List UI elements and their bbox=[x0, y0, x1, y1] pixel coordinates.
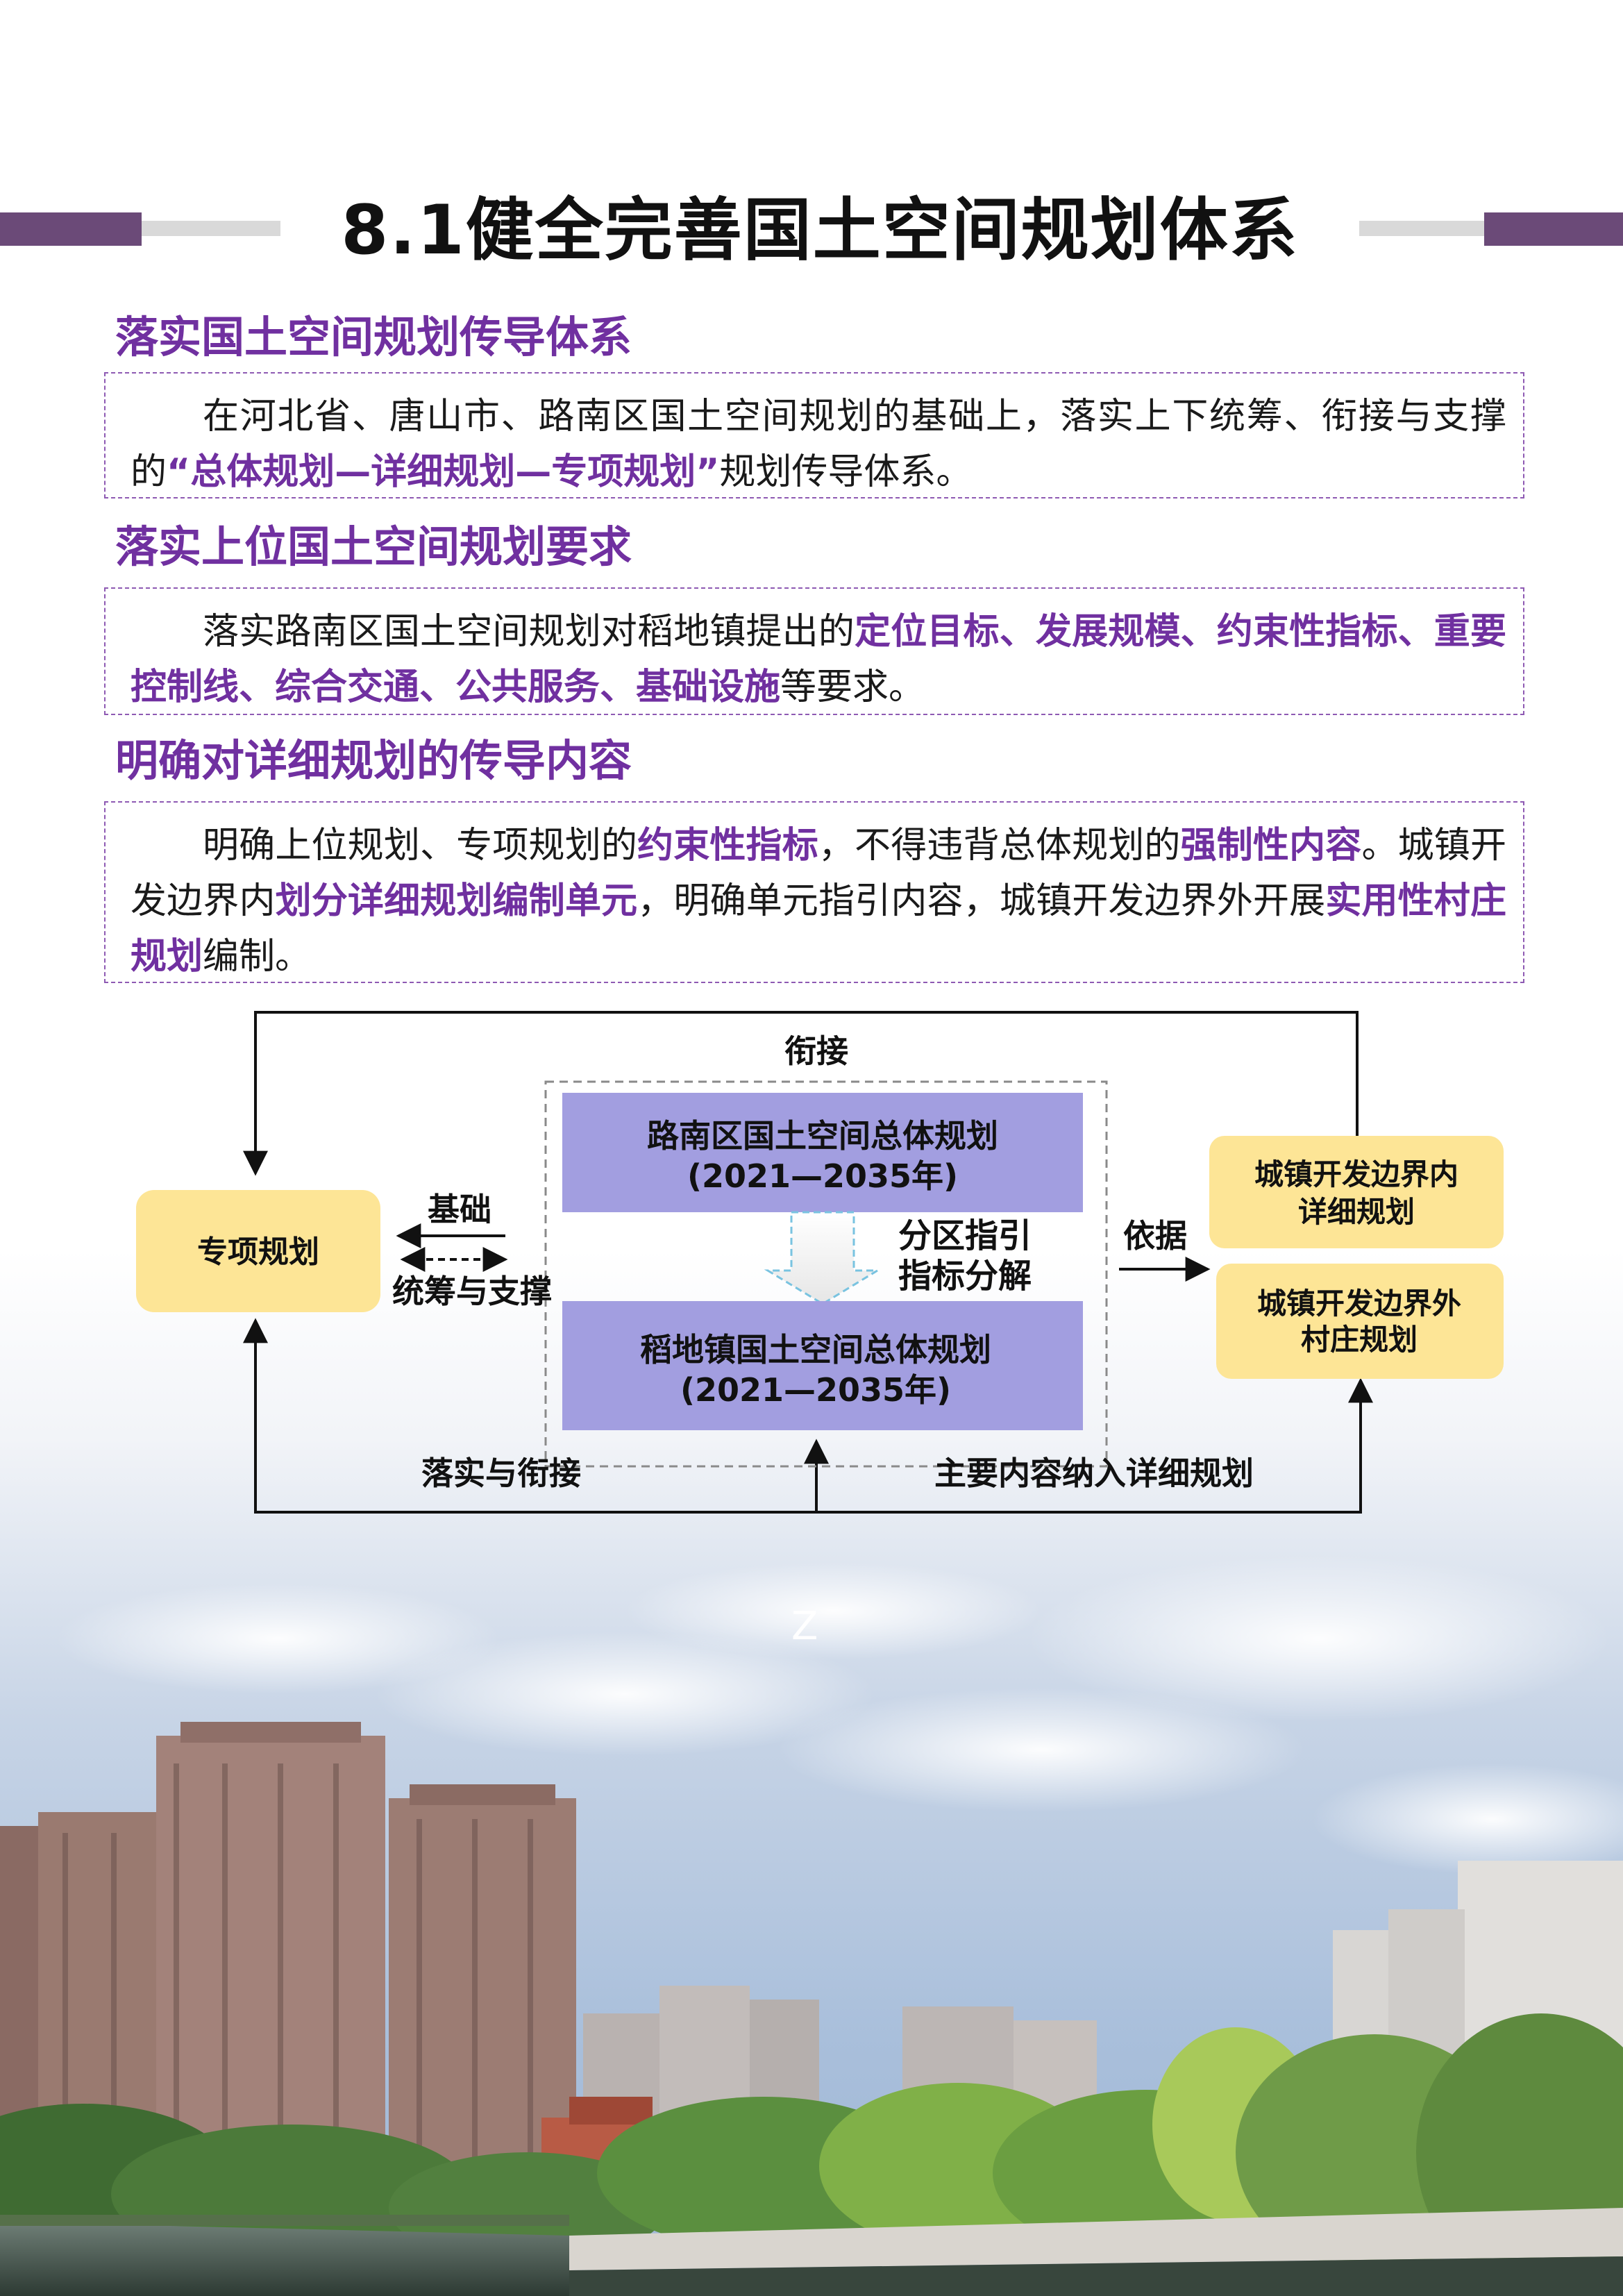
center-dashed-frame bbox=[544, 1080, 1108, 1468]
river-water-right bbox=[569, 2256, 1623, 2296]
yiju-label: 依据 bbox=[1123, 1217, 1187, 1255]
section-1-text-1: 在河北省、唐山市、路南区国土空间规划的基础上，落实上下统筹、衔接与支撑的 bbox=[131, 396, 1506, 493]
detail-plan-line-1: 城镇开发边界内 bbox=[1254, 1157, 1458, 1191]
upper-plan-box bbox=[562, 1093, 1083, 1212]
top-connector bbox=[243, 1011, 1359, 1176]
background-city-photo bbox=[0, 1250, 1623, 2296]
section-2-text-1: 落实路南区国土空间规划对稻地镇提出的 bbox=[203, 611, 855, 653]
fenqu-label: 分区指引 bbox=[898, 1216, 1032, 1255]
title-bar-left-dark bbox=[0, 212, 142, 246]
section-1-text-2: 规划传导体系。 bbox=[719, 451, 973, 493]
upper-box-line-2: (2021—2035年) bbox=[687, 1157, 958, 1195]
section-1-highlight-1: “总体规划—详细规划—专项规划” bbox=[167, 451, 720, 493]
xianjie-top-label: 衔接 bbox=[784, 1032, 848, 1070]
section-box-2: 落实路南区国土空间规划对稻地镇提出的定位目标、发展规模、约束性指标、重要控制线、… bbox=[104, 587, 1524, 715]
watermark-letter: Z bbox=[791, 1604, 818, 1649]
section-box-1: 在河北省、唐山市、路南区国土空间规划的基础上，落实上下统筹、衔接与支撑的“总体规… bbox=[104, 372, 1524, 498]
section-3-highlight-1: 约束性指标 bbox=[637, 825, 818, 866]
river-water-left bbox=[0, 2222, 569, 2296]
section-3-highlight-3: 划分详细规划编制单元 bbox=[275, 880, 638, 922]
tongchou-label: 统筹与支撑 bbox=[392, 1273, 552, 1310]
title-bar-left-light bbox=[142, 221, 280, 236]
upper-box-line-1: 路南区国土空间总体规划 bbox=[647, 1117, 998, 1155]
page-title: 8.1健全完善国土空间规划体系 bbox=[341, 191, 1299, 270]
section-3-text-4: ，明确单元指引内容，城镇开发边界外开展 bbox=[637, 880, 1326, 922]
lower-box-line-1: 稻地镇国土空间总体规划 bbox=[640, 1331, 991, 1368]
naru-label: 主要内容纳入详细规划 bbox=[934, 1455, 1254, 1492]
clouds bbox=[56, 1555, 1623, 1875]
special-plan-label: 专项规划 bbox=[197, 1234, 319, 1270]
section-3-highlight-2: 强制性内容 bbox=[1180, 825, 1362, 866]
section-heading-1: 落实国土空间规划传导体系 bbox=[115, 312, 632, 362]
detail-plan-box bbox=[1209, 1136, 1504, 1248]
title-bar-right-dark bbox=[1484, 212, 1623, 246]
section-box-3: 明确上位规划、专项规划的约束性指标，不得违背总体规划的强制性内容。城镇开发边界内… bbox=[104, 801, 1524, 983]
section-heading-2: 落实上位国土空间规划要求 bbox=[115, 521, 632, 572]
section-3-text-2: ，不得违背总体规划的 bbox=[818, 825, 1181, 866]
section-2-text-2: 等要求。 bbox=[780, 667, 925, 708]
village-plan-box bbox=[1216, 1264, 1504, 1379]
lower-plan-box bbox=[562, 1301, 1083, 1430]
lower-box-line-2: (2021—2035年) bbox=[680, 1371, 951, 1409]
connector-lines bbox=[243, 1011, 1373, 1514]
special-plan-box bbox=[136, 1190, 380, 1312]
title-bar-right-light bbox=[1359, 221, 1484, 236]
jichu-label: 基础 bbox=[428, 1191, 491, 1228]
bottom-left-connector bbox=[243, 1318, 816, 1514]
section-2-highlight-1: 定位目标、发展规模、约束性指标、重要控制线、综合交通、公共服务、基础设施 bbox=[131, 611, 1506, 708]
section-3-text-5: 编制。 bbox=[203, 936, 312, 978]
village-plan-line-2: 村庄规划 bbox=[1301, 1323, 1418, 1357]
riverbank bbox=[569, 2208, 1623, 2270]
village-plan-line-1: 城镇开发边界外 bbox=[1257, 1287, 1461, 1321]
zhibiao-label: 指标分解 bbox=[898, 1257, 1032, 1296]
section-3-highlight-4: 实用性村庄规划 bbox=[131, 880, 1506, 978]
section-3-text-3: 。城镇开发边界内 bbox=[131, 825, 1506, 922]
down-arrow-icon bbox=[764, 1211, 882, 1305]
luoshi-label: 落实与衔接 bbox=[421, 1455, 581, 1492]
section-3-text-1: 明确上位规划、专项规划的 bbox=[203, 825, 638, 866]
planning-system-diagram: 路南区国土空间总体规划 (2021—2035年) 稻地镇国土空间总体规划 (20… bbox=[136, 1011, 1504, 1514]
detail-plan-line-2: 详细规划 bbox=[1298, 1195, 1415, 1229]
section-heading-3: 明确对详细规划的传导内容 bbox=[115, 735, 632, 786]
bottom-right-connector bbox=[816, 1377, 1373, 1514]
